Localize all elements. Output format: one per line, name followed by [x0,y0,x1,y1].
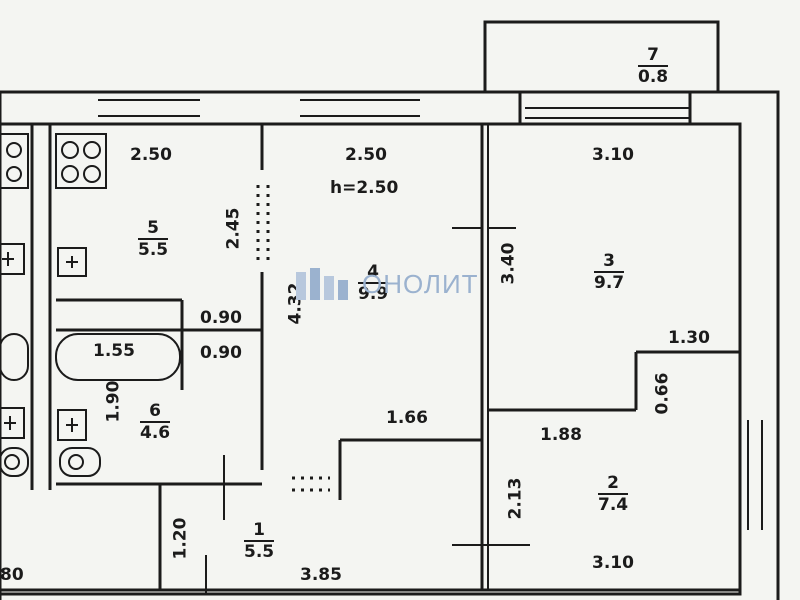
dim-niche-depth: 0.66 [652,372,673,415]
room-3-label: 3 9.7 [594,253,625,293]
dim-room2-width: 3.10 [592,553,634,573]
dim-room3-depth: 3.40 [498,242,519,285]
room-5-label: 5 5.5 [138,220,169,260]
sink-icon [0,243,87,441]
room-4-label: 4 9.9 [358,264,389,304]
room-number: 3 [594,253,625,273]
window-right [747,420,763,530]
room-number: 1 [244,522,275,542]
room-number: 2 [598,475,629,495]
dim-room3-width: 3.10 [592,145,634,165]
room-2-label: 2 7.4 [598,475,629,515]
room-area: 4.6 [140,423,171,443]
dim-left-edge: 80 [0,565,24,585]
dim-niche-width: 1.30 [668,328,710,348]
dim-hall-width: 1.66 [386,408,428,428]
room-area: 7.4 [598,495,629,515]
room-number: 5 [138,220,169,240]
dim-kitchen-width: 2.50 [130,145,172,165]
dim-room2-depth-width: 1.88 [540,425,582,445]
dim-room4-width: 2.50 [345,145,387,165]
inner-wall [0,122,742,596]
room-area: 9.7 [594,273,625,293]
dim-kitchen-depth: 2.45 [223,207,244,250]
ceiling-height: h=2.50 [330,178,399,198]
dim-bath-length: 1.55 [93,341,135,361]
room-1-label: 1 5.5 [244,522,275,562]
dim-bath-width: 1.90 [103,380,124,423]
room-6-label: 6 4.6 [140,403,171,443]
room-number: 7 [638,47,669,67]
balcony [483,20,720,92]
room-number: 6 [140,403,171,423]
bathtub-icon [0,333,181,381]
room-area: 5.5 [138,240,169,260]
dim-entry-depth: 1.20 [170,517,191,560]
window-top-left [98,99,690,119]
room-area: 9.9 [358,284,389,304]
room-area: 0.8 [638,67,669,87]
watermark-text: ОНОЛИТ [362,268,479,299]
arch-dots [256,185,330,492]
room-area: 5.5 [244,542,275,562]
logo-icon [296,268,348,300]
dim-wall-offset-lower: 0.90 [200,343,242,363]
dim-wall-offset-upper: 0.90 [200,308,242,328]
toilet-icon [0,447,101,477]
dim-room2-depth: 2.13 [505,477,526,520]
outer-wall [0,90,780,600]
room-number: 4 [358,264,389,284]
watermark: ОНОЛИТ [290,264,479,304]
room-7-label: 7 0.8 [638,47,669,87]
dim-hall-length: 3.85 [300,565,342,585]
stove-icon [0,133,107,189]
